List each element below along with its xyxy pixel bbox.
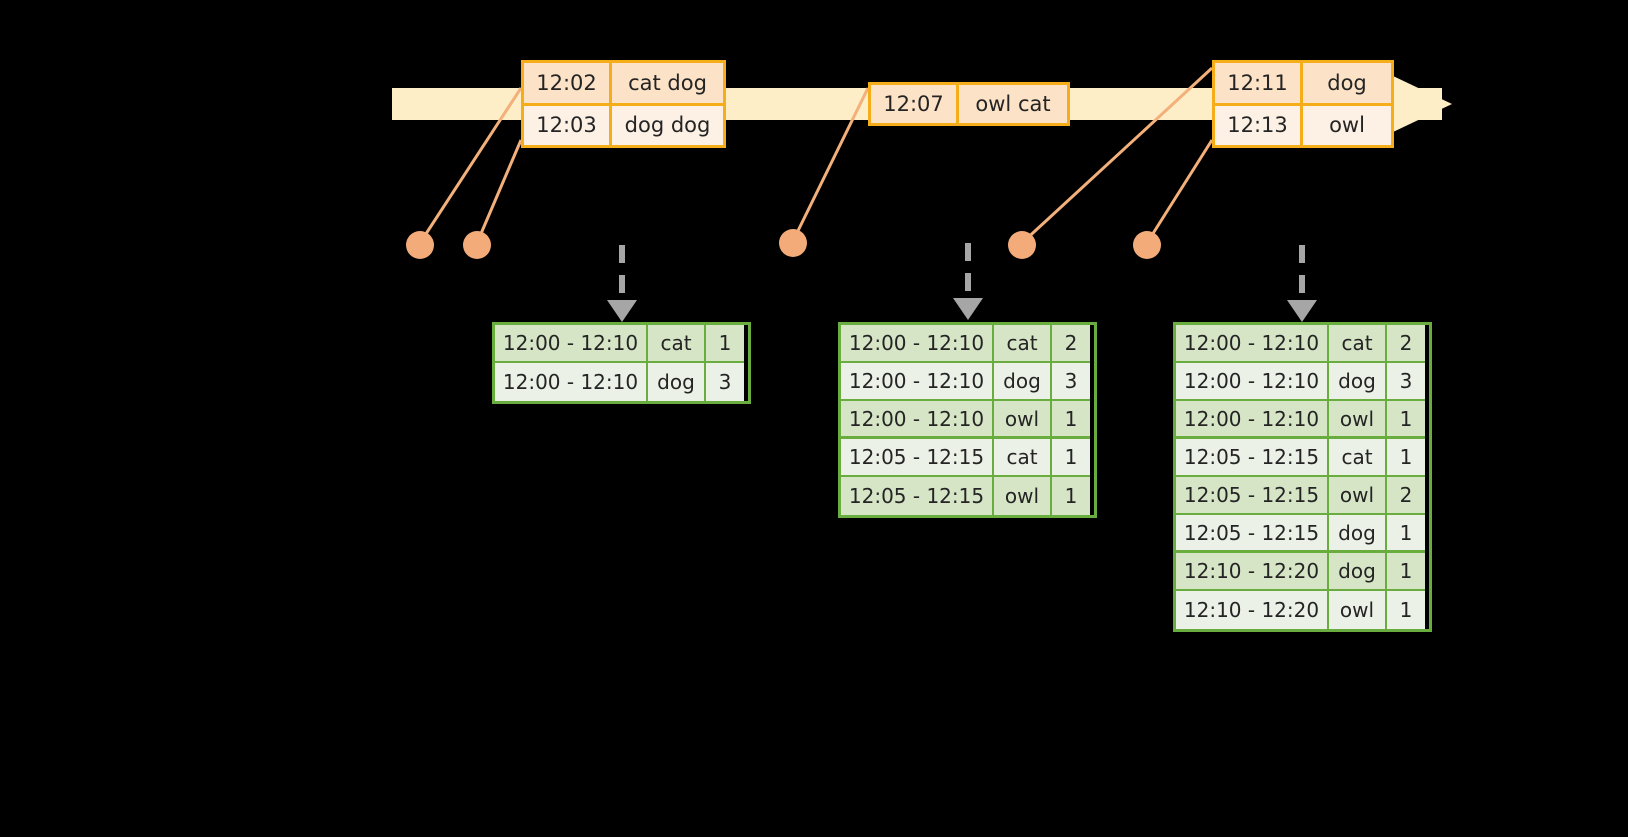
table-row: 12:00 - 12:10 dog 3: [1176, 363, 1429, 401]
cell-key: owl: [1329, 477, 1387, 515]
cell-count: 1: [1387, 439, 1425, 477]
cell-window: 12:05 - 12:15: [1176, 515, 1329, 553]
event-words: owl cat: [959, 85, 1067, 123]
event-dot-2: [463, 231, 491, 259]
event-box-3[interactable]: 12:11 dog 12:13 owl: [1212, 60, 1394, 148]
cell-count: 1: [1052, 477, 1090, 515]
cell-count: 2: [1052, 325, 1090, 363]
cell-window: 12:00 - 12:10: [1176, 325, 1329, 363]
event-words: cat dog: [612, 63, 723, 103]
event-dot-4: [1008, 231, 1036, 259]
cell-count: 1: [1387, 401, 1425, 439]
table-row: 12:05 - 12:15 owl 2: [1176, 477, 1429, 515]
table-row: 12:05 - 12:15 cat 1: [1176, 439, 1429, 477]
cell-window: 12:00 - 12:10: [1176, 363, 1329, 401]
result-table-2[interactable]: 12:00 - 12:10 cat 2 12:00 - 12:10 dog 3 …: [838, 322, 1097, 518]
event-dot-5: [1133, 231, 1161, 259]
cell-key: dog: [1329, 553, 1387, 591]
cell-key: cat: [1329, 325, 1387, 363]
cell-count: 3: [1387, 363, 1425, 401]
table-row: 12:10 - 12:20 dog 1: [1176, 553, 1429, 591]
cell-window: 12:00 - 12:10: [495, 325, 648, 363]
cell-key: owl: [1329, 591, 1387, 629]
table-row: 12:00 - 12:10 cat 2: [841, 325, 1094, 363]
table-row: 12:00 - 12:10 dog 3: [495, 363, 748, 401]
cell-key: owl: [994, 401, 1052, 439]
cell-count: 3: [1052, 363, 1090, 401]
cell-key: cat: [994, 439, 1052, 477]
cell-key: dog: [1329, 515, 1387, 553]
event-box-2[interactable]: 12:07 owl cat: [868, 82, 1070, 126]
event-box-1[interactable]: 12:02 cat dog 12:03 dog dog: [521, 60, 726, 148]
connector-line-1: [418, 87, 523, 244]
event-time: 12:07: [871, 85, 959, 123]
cell-count: 3: [706, 363, 744, 401]
event-row: 12:07 owl cat: [871, 85, 1067, 123]
cell-window: 12:10 - 12:20: [1176, 591, 1329, 629]
cell-count: 1: [706, 325, 744, 363]
dashed-arrows: [619, 243, 1305, 300]
cell-window: 12:00 - 12:10: [1176, 401, 1329, 439]
cell-window: 12:10 - 12:20: [1176, 553, 1329, 591]
cell-count: 1: [1387, 553, 1425, 591]
dashed-arrow-head-2: [953, 298, 983, 320]
table-row: 12:05 - 12:15 cat 1: [841, 439, 1094, 477]
event-row: 12:11 dog: [1215, 63, 1391, 103]
table-row: 12:00 - 12:10 owl 1: [841, 401, 1094, 439]
event-row: 12:03 dog dog: [524, 102, 723, 145]
cell-window: 12:05 - 12:15: [1176, 477, 1329, 515]
event-dot-1: [406, 231, 434, 259]
event-words: dog dog: [612, 105, 723, 145]
cell-window: 12:00 - 12:10: [841, 325, 994, 363]
event-row: 12:13 owl: [1215, 102, 1391, 145]
event-time: 12:13: [1215, 105, 1303, 145]
cell-count: 1: [1052, 401, 1090, 439]
connector-line-3: [791, 87, 870, 242]
table-row: 12:05 - 12:15 owl 1: [841, 477, 1094, 515]
cell-window: 12:05 - 12:15: [841, 477, 994, 515]
result-table-1[interactable]: 12:00 - 12:10 cat 1 12:00 - 12:10 dog 3: [492, 322, 751, 404]
result-table-3[interactable]: 12:00 - 12:10 cat 2 12:00 - 12:10 dog 3 …: [1173, 322, 1432, 632]
cell-key: cat: [1329, 439, 1387, 477]
cell-key: owl: [994, 477, 1052, 515]
event-row: 12:02 cat dog: [524, 63, 723, 103]
cell-key: dog: [994, 363, 1052, 401]
event-time: 12:11: [1215, 63, 1303, 103]
event-words: owl: [1303, 105, 1391, 145]
dashed-arrow-heads: [607, 298, 1317, 322]
event-dot-3: [779, 229, 807, 257]
cell-key: cat: [648, 325, 706, 363]
cell-count: 1: [1387, 591, 1425, 629]
event-words: dog: [1303, 63, 1391, 103]
cell-key: dog: [1329, 363, 1387, 401]
cell-window: 12:00 - 12:10: [841, 363, 994, 401]
cell-window: 12:00 - 12:10: [495, 363, 648, 401]
cell-count: 2: [1387, 477, 1425, 515]
cell-window: 12:05 - 12:15: [841, 439, 994, 477]
cell-count: 1: [1052, 439, 1090, 477]
table-row: 12:00 - 12:10 dog 3: [841, 363, 1094, 401]
cell-key: cat: [994, 325, 1052, 363]
cell-window: 12:00 - 12:10: [841, 401, 994, 439]
table-row: 12:00 - 12:10 cat 1: [495, 325, 748, 363]
connector-line-2: [475, 139, 523, 244]
table-row: 12:10 - 12:20 owl 1: [1176, 591, 1429, 629]
connector-line-5: [1145, 139, 1214, 244]
table-row: 12:00 - 12:10 owl 1: [1176, 401, 1429, 439]
dashed-arrow-head-3: [1287, 300, 1317, 322]
event-dots: [406, 229, 1161, 259]
cell-key: owl: [1329, 401, 1387, 439]
cell-window: 12:05 - 12:15: [1176, 439, 1329, 477]
event-time: 12:02: [524, 63, 612, 103]
table-row: 12:00 - 12:10 cat 2: [1176, 325, 1429, 363]
cell-key: dog: [648, 363, 706, 401]
cell-count: 2: [1387, 325, 1425, 363]
event-time: 12:03: [524, 105, 612, 145]
cell-count: 1: [1387, 515, 1425, 553]
dashed-arrow-head-1: [607, 300, 637, 322]
table-row: 12:05 - 12:15 dog 1: [1176, 515, 1429, 553]
